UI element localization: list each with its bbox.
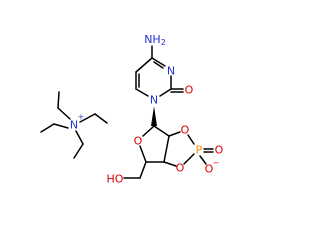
carbonyl-oxygen-label: O [185,84,194,97]
bond-o2-p [187,134,195,145]
cation-nitrogen-label: N [70,119,78,132]
bond-o3-p [183,153,195,165]
bond-c1-o4 [142,125,155,137]
hydroxyl-label: HO [107,173,124,186]
amine-label: NH2 [144,33,166,47]
bond-o4-c4 [139,145,147,163]
phosphorus-label: P [196,144,203,157]
bond-n1-c6 [135,88,149,97]
bond-p-o-minus [199,155,207,165]
bond-c1-c2 [153,125,170,137]
bond-n-ch2-left [53,123,69,129]
wedge-c1-n1 [151,106,157,126]
amine-text: NH [144,33,161,46]
bond-c4-n3 [151,57,166,67]
oxide-charge-label: − [213,159,220,168]
amine-subscript: 2 [161,38,166,47]
bond-ch2-ch3-top [57,91,60,109]
ring-n3-label: N [167,65,175,78]
bond-n-ch2-bottom [75,130,84,145]
ribose-bonds [123,125,214,179]
molecule-diagram: N + NH2 N N O O O O P O [40,33,224,186]
structure-svg: N + NH2 N N O O O O P O [40,33,224,186]
bond-c4-n3-double [153,61,164,69]
cation-charge-label: + [78,113,85,122]
bond-ch2-ch3-bottom [73,143,84,159]
bond-n-ch2-right [79,113,96,123]
bond-c3-c2 [163,135,170,163]
dioxa-oxygen-1-label: O [181,124,190,137]
tetraethylammonium-bonds [40,91,108,159]
bond-c2-n1 [159,88,172,97]
bond-ch2-ch3-right [94,113,108,124]
phosphoryl-oxygen-label: O [215,144,224,157]
cytosine-bonds [135,45,184,97]
bond-c3-o3 [163,161,177,167]
bond-n-ch2-top [57,107,71,120]
bond-c2-o2 [168,131,181,137]
dioxa-oxygen-2-label: O [176,162,185,175]
bond-ch2-ch3-left [40,123,55,133]
ring-oxygen-label: O [134,135,143,148]
bond-c4-c5 [139,161,147,179]
ring-n1-label: N [150,94,158,107]
oxide-oxygen-label: O [205,163,214,176]
bond-c5-c4 [135,57,153,73]
